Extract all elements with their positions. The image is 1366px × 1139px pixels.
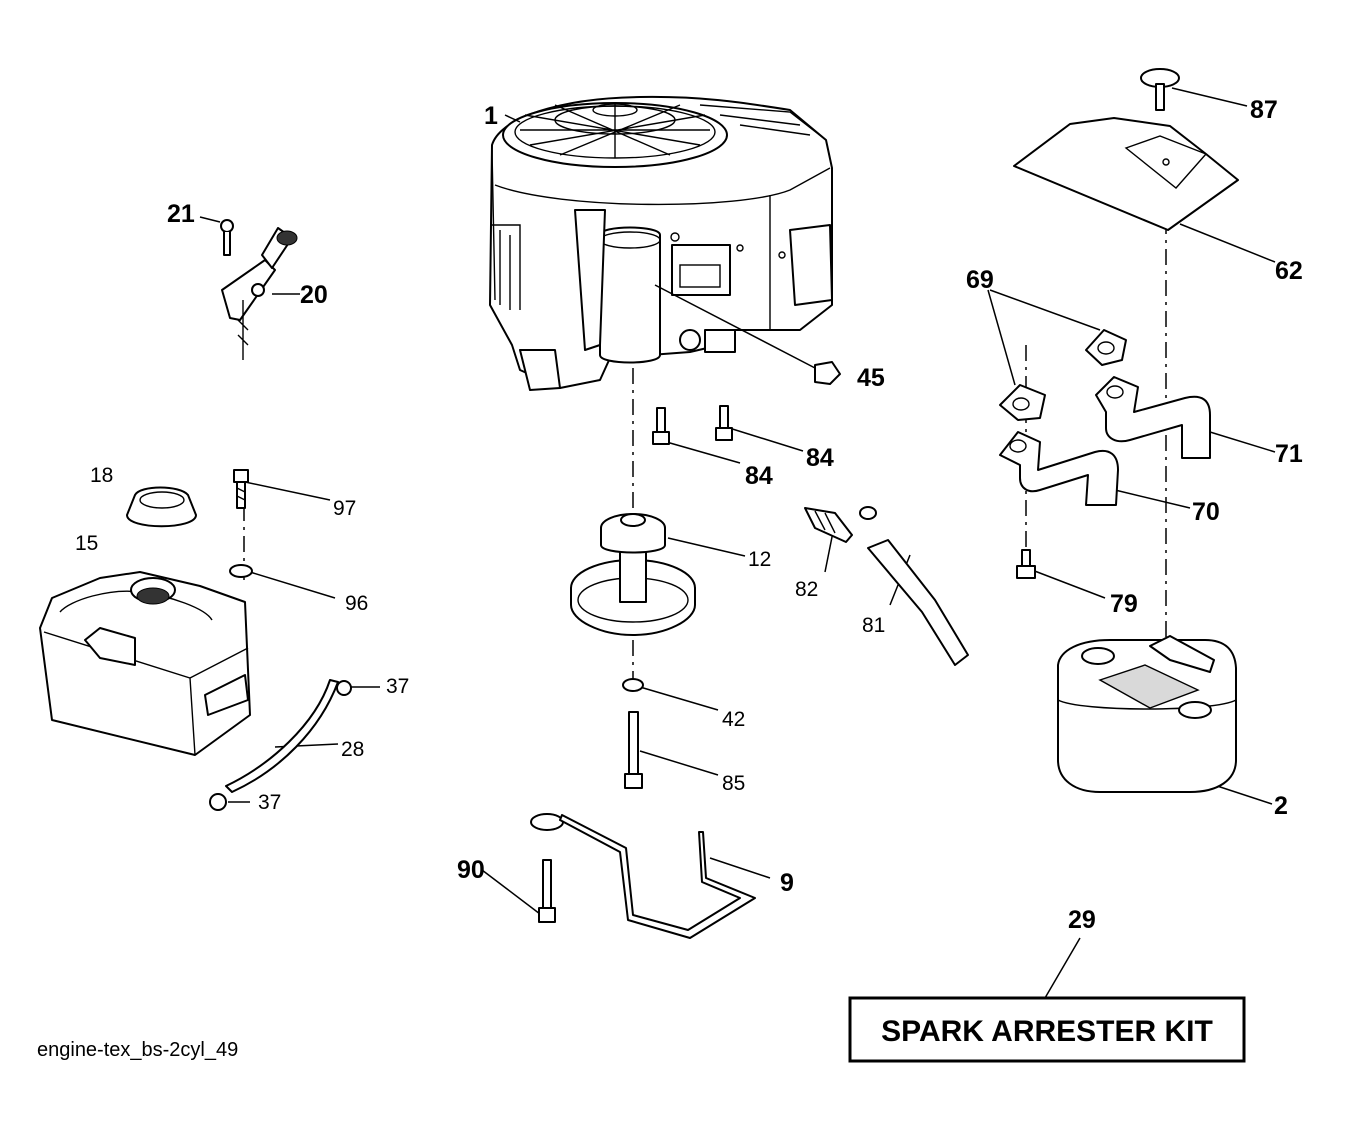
callout-29: 29 [1068,906,1096,934]
callout-84-left: 84 [745,462,773,490]
fuel-tank [39,571,251,756]
tank-washer [229,564,253,578]
callout-12: 12 [748,548,771,571]
pulley [570,513,696,636]
pulley-bolt [624,711,643,789]
callout-37-top: 37 [386,675,409,698]
callout-1: 1 [484,102,498,130]
callout-96: 96 [345,592,368,615]
callout-85: 85 [722,772,745,795]
tank-screw [233,469,249,509]
fuel-line [225,679,339,793]
callout-87: 87 [1250,96,1278,124]
exhaust-pipe-70 [999,431,1119,506]
callout-90: 90 [457,856,485,884]
callout-21: 21 [167,200,195,228]
muffler [1057,635,1237,793]
callout-69: 69 [966,266,994,294]
nut [814,361,841,385]
hose-clamps [209,680,352,811]
exhaust-bolt [1016,549,1036,579]
callout-18: 18 [90,464,113,487]
throttle-control [220,219,298,360]
fuel-cap [126,486,197,528]
bracket-bolt [538,859,556,923]
shield-screw [1140,68,1180,111]
breather-hose [867,539,969,666]
callout-82: 82 [795,578,818,601]
spark-arrester-kit: SPARK ARRESTER KIT [848,996,1246,1063]
callout-20: 20 [300,281,328,309]
callout-84-right: 84 [806,444,834,472]
callout-37-bottom: 37 [258,791,281,814]
bracket [530,813,756,939]
exhaust-pipe-71 [1095,376,1211,459]
heat-shield [1013,117,1239,231]
callout-81: 81 [862,614,885,637]
callout-9: 9 [780,869,794,897]
engine-mount-bolts [652,405,733,445]
callout-15: 15 [75,532,98,555]
callout-79: 79 [1110,590,1138,618]
exhaust-gaskets [999,329,1127,421]
callout-62: 62 [1275,257,1303,285]
callout-70: 70 [1192,498,1220,526]
callout-28: 28 [341,738,364,761]
callout-97: 97 [333,497,356,520]
kit-label: SPARK ARRESTER KIT [881,1015,1213,1048]
fuel-fitting [804,506,877,543]
callout-2: 2 [1274,792,1288,820]
callout-71: 71 [1275,440,1303,468]
callout-42: 42 [722,708,745,731]
washer [622,678,644,692]
callout-labels: 1 21 20 45 84 84 18 15 97 96 37 28 37 12… [75,96,1303,934]
callout-45: 45 [857,364,885,392]
engine [489,95,833,391]
diagram-id: engine-tex_bs-2cyl_49 [37,1039,238,1061]
